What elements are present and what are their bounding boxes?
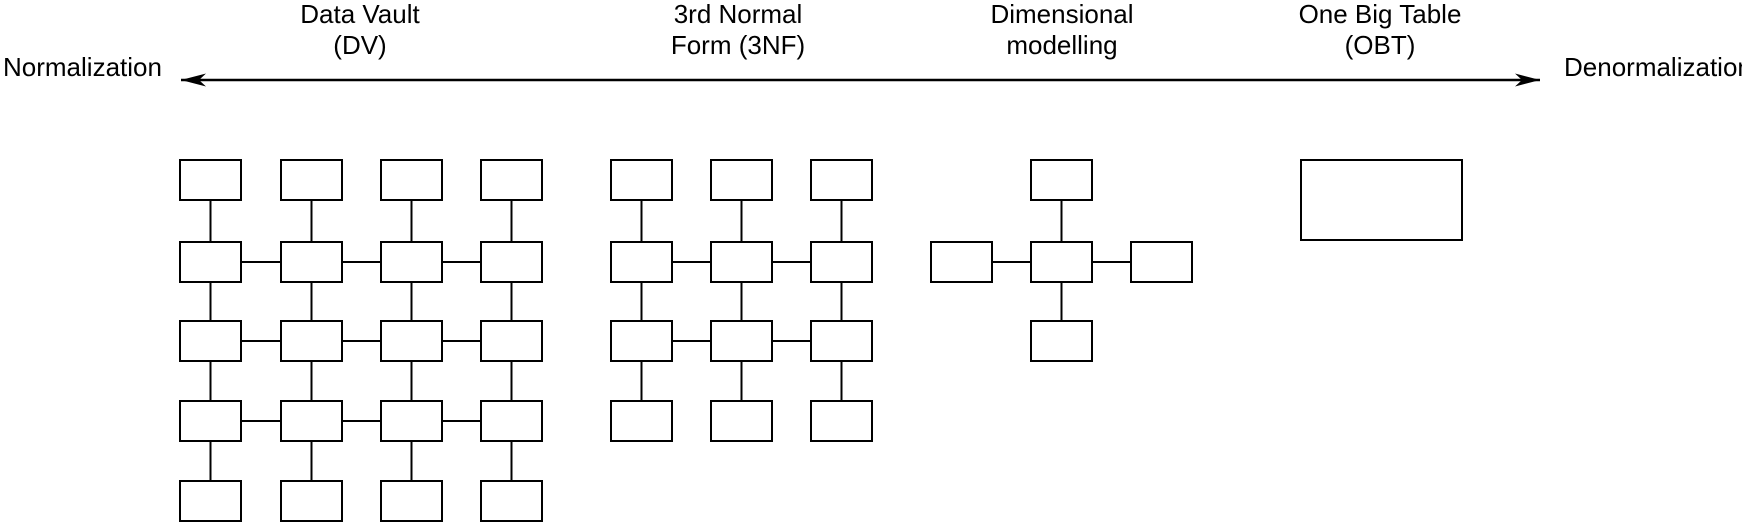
- entity-box: [810, 400, 873, 442]
- entity-box: [710, 241, 773, 283]
- entity-box: [810, 320, 873, 362]
- entity-box: [380, 159, 443, 201]
- approach-label-data-vault: Data Vault (DV): [190, 0, 530, 61]
- entity-box: [280, 159, 343, 201]
- normalization-label: Normalization: [3, 52, 162, 82]
- approach-label-line: Form (3NF): [670, 30, 806, 60]
- entity-box: [610, 241, 673, 283]
- entity-box: [610, 320, 673, 362]
- entity-box: [480, 159, 543, 201]
- entity-box: [610, 400, 673, 442]
- entity-box: [380, 480, 443, 522]
- entity-box: [1130, 241, 1193, 283]
- approach-label-line: (OBT): [1344, 30, 1416, 60]
- entity-box: [710, 159, 773, 201]
- approach-label-line: Dimensional: [990, 0, 1134, 29]
- entity-box: [280, 400, 343, 442]
- approach-label-line: (DV): [333, 30, 387, 60]
- entity-box: [179, 400, 242, 442]
- approach-label-line: modelling: [1006, 30, 1118, 60]
- entity-box: [1300, 159, 1463, 241]
- entity-box: [380, 241, 443, 283]
- entity-box: [380, 400, 443, 442]
- approach-label-one-big-table: One Big Table (OBT): [1210, 0, 1550, 61]
- entity-box: [280, 480, 343, 522]
- entity-box: [930, 241, 993, 283]
- entity-box: [610, 159, 673, 201]
- entity-box: [280, 320, 343, 362]
- approach-label-dimensional-modelling: Dimensional modelling: [892, 0, 1232, 61]
- approach-label-line: Data Vault: [300, 0, 420, 29]
- entity-box: [480, 320, 543, 362]
- entity-box: [710, 400, 773, 442]
- entity-box: [179, 159, 242, 201]
- entity-box: [380, 320, 443, 362]
- entity-box: [810, 241, 873, 283]
- entity-box: [1030, 159, 1093, 201]
- denormalization-label: Denormalization: [1564, 52, 1742, 82]
- entity-box: [480, 400, 543, 442]
- entity-box: [280, 241, 343, 283]
- entity-box: [1030, 241, 1093, 283]
- approach-label-line: One Big Table: [1298, 0, 1462, 29]
- entity-box: [710, 320, 773, 362]
- entity-box: [810, 159, 873, 201]
- entity-box: [480, 241, 543, 283]
- entity-box: [179, 480, 242, 522]
- entity-box: [1030, 320, 1093, 362]
- entity-box: [179, 320, 242, 362]
- approach-label-third-normal-form: 3rd Normal Form (3NF): [568, 0, 908, 61]
- approach-label-line: 3rd Normal: [673, 0, 803, 29]
- entity-box: [480, 480, 543, 522]
- entity-box: [179, 241, 242, 283]
